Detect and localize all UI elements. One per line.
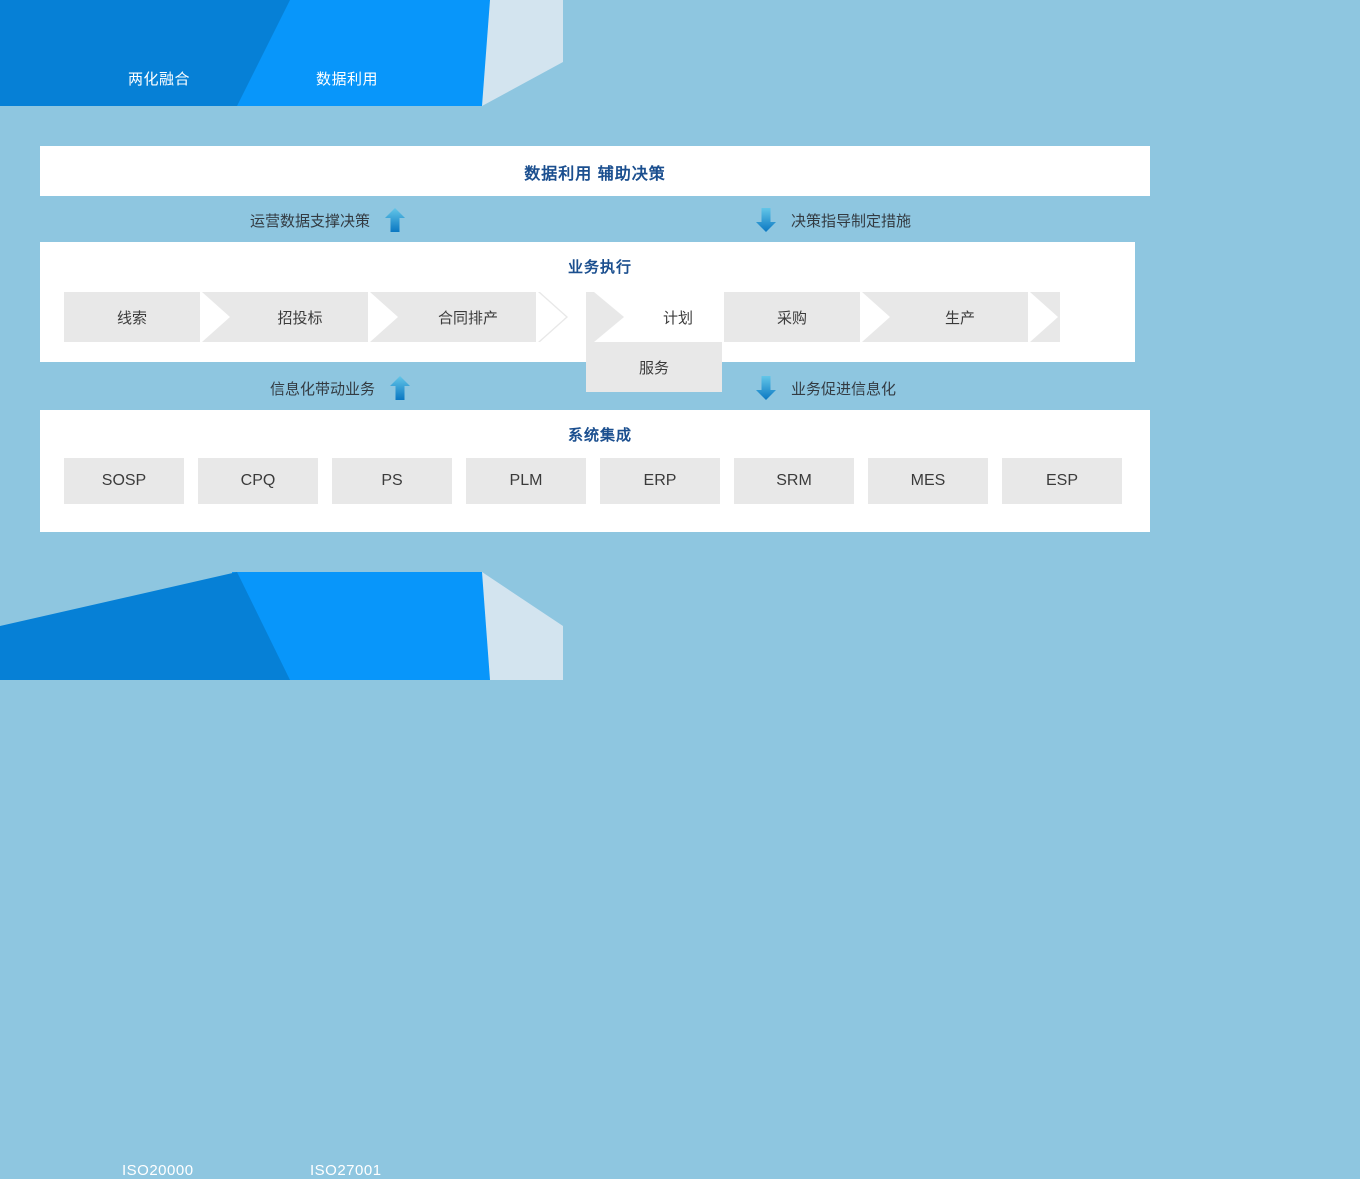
business-panel: 业务执行 线索 招投标 合同排产: [40, 242, 1135, 392]
system-box-label: MES: [910, 472, 946, 489]
business-step-label: 计划: [662, 309, 693, 327]
system-box-ps[interactable]: PS: [332, 458, 452, 504]
system-box-list: SOSP CPQ PS PLM ERP SRM MES ESP: [64, 458, 1122, 504]
system-box-label: SOSP: [101, 472, 147, 489]
system-box-plm[interactable]: PLM: [466, 458, 586, 504]
business-step-caigou[interactable]: 采购: [724, 292, 860, 342]
business-step-label: 服务: [638, 359, 669, 377]
arrow-up-icon: [389, 375, 411, 401]
business-step-label: 合同排产: [437, 309, 498, 327]
system-box-srm[interactable]: SRM: [734, 458, 854, 504]
systems-panel: 系统集成 SOSP CPQ PS PLM ERP SRM MES: [40, 410, 1150, 532]
top-banner-shape-bright: [232, 0, 490, 106]
connector-top-left-text: 运营数据支撑决策: [250, 212, 371, 230]
bottom-banner-shape-bright: [232, 572, 490, 680]
connector-middle-right: 业务促进信息化: [755, 367, 896, 409]
system-box-label: ERP: [643, 472, 677, 489]
business-step-fuwu[interactable]: 服务: [586, 342, 722, 392]
systems-panel-title: 系统集成: [567, 427, 632, 444]
business-panel-title: 业务执行: [567, 259, 632, 276]
chevron-separator-icon: [860, 292, 892, 342]
system-box-label: ESP: [1045, 472, 1078, 489]
chevron-separator-icon: [200, 292, 232, 342]
arrow-up-icon: [384, 207, 406, 233]
connector-top-left: 运营数据支撑决策: [250, 199, 406, 241]
connector-middle-left: 信息化带动业务: [270, 367, 411, 409]
business-step-label: 采购: [776, 309, 807, 327]
system-box-esp[interactable]: ESP: [1002, 458, 1122, 504]
connector-top-right-text: 决策指导制定措施: [791, 212, 912, 230]
business-step-label: 招投标: [277, 309, 323, 327]
system-box-mes[interactable]: MES: [868, 458, 988, 504]
chevron-separator-icon: [1028, 292, 1060, 342]
business-step-linesuo[interactable]: 线索: [64, 292, 200, 342]
bottom-banner: ISO20000 ISO27001: [0, 570, 600, 1179]
system-box-label: SRM: [776, 472, 812, 489]
business-step-zhaotoubiao[interactable]: 招投标: [232, 292, 368, 342]
business-steps-right: 计划 采购 生产 服务: [586, 292, 1135, 392]
system-box-label: PS: [381, 472, 403, 489]
business-steps-left: 线索 招投标 合同排产: [64, 292, 568, 342]
chevron-tail-icon: [536, 292, 568, 342]
top-banner: 两化融合 数据利用: [0, 0, 600, 110]
system-box-label: CPQ: [240, 472, 276, 489]
connector-middle-right-text: 业务促进信息化: [791, 380, 897, 398]
header-panel-title: 数据利用 辅助决策: [524, 166, 666, 183]
chevron-head-icon: [586, 292, 632, 342]
bottom-banner-shape-dark: [0, 572, 290, 680]
connector-row-top: 运营数据支撑决策: [40, 199, 1150, 241]
business-step-label: 生产: [944, 309, 975, 327]
diagram-canvas: 两化融合 数据利用 数据利用 辅助决策 运营数据支撑决策: [0, 0, 1150, 1179]
bottom-banner-label-0: ISO20000: [122, 1162, 194, 1179]
system-box-erp[interactable]: ERP: [600, 458, 720, 504]
header-panel: 数据利用 辅助决策: [40, 146, 1150, 196]
business-step-shengchan[interactable]: 生产: [892, 292, 1028, 342]
system-box-cpq[interactable]: CPQ: [198, 458, 318, 504]
connector-middle-left-text: 信息化带动业务: [270, 380, 376, 398]
bottom-banner-label-1: ISO27001: [310, 1162, 382, 1179]
system-box-sosp[interactable]: SOSP: [64, 458, 184, 504]
top-banner-shape-dark: [0, 0, 290, 106]
connector-top-right: 决策指导制定措施: [755, 199, 911, 241]
business-step-hetongpaichan[interactable]: 合同排产: [400, 292, 536, 342]
system-box-label: PLM: [509, 472, 543, 489]
arrow-down-icon: [755, 207, 777, 233]
connector-row-middle: 信息化带动业务: [40, 367, 1150, 409]
business-step-label: 线索: [116, 309, 147, 327]
arrow-down-icon: [755, 375, 777, 401]
business-step-jihua[interactable]: 计划: [632, 292, 724, 342]
chevron-separator-icon: [368, 292, 400, 342]
